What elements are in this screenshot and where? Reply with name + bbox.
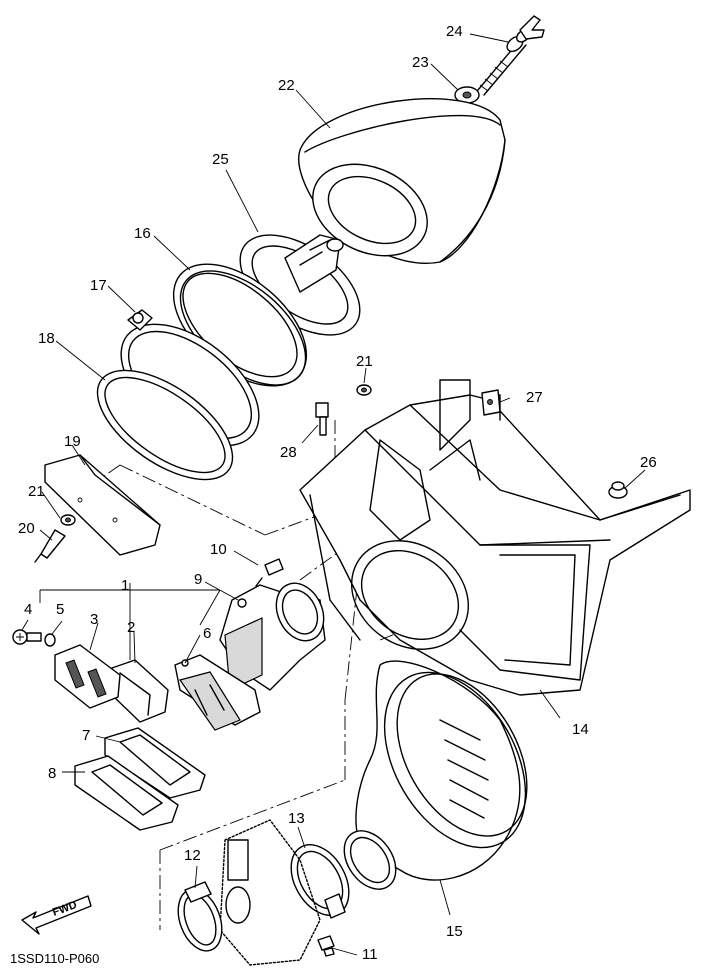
air-filter-case-part-14	[299, 379, 691, 696]
intake-joint-part-15	[343, 660, 528, 890]
callout-19: 19	[64, 433, 81, 450]
callout-14: 14	[572, 721, 589, 738]
fwd-arrow-icon	[21, 895, 92, 935]
callout-7: 7	[82, 727, 90, 744]
callout-10: 10	[210, 541, 227, 558]
callout-21-upper: 21	[356, 353, 373, 370]
callout-21-left: 21	[28, 483, 45, 500]
callout-24: 24	[446, 23, 463, 40]
callout-13: 13	[288, 810, 305, 827]
air-filter-element-part-22	[298, 98, 506, 264]
clip-part-27	[481, 389, 501, 416]
callout-5: 5	[56, 601, 64, 618]
screw-part-4	[12, 629, 42, 645]
callout-18: 18	[38, 330, 55, 347]
screw-part-10	[255, 558, 284, 587]
washer-part-21-upper	[356, 384, 372, 396]
callout-3: 3	[90, 611, 98, 628]
callout-22: 22	[278, 77, 295, 94]
gasket-part-8	[74, 755, 179, 831]
wing-bolt-part-24	[477, 15, 545, 96]
clamp-part-12	[177, 881, 223, 952]
callout-17: 17	[90, 277, 107, 294]
callout-4: 4	[24, 601, 32, 618]
callout-1: 1	[121, 577, 129, 594]
leader-lines	[21, 33, 646, 956]
callout-labels: 24 23 22 25 16 17 18 21 27 28 19 26 21 2…	[18, 23, 657, 963]
reed-plate-part-2	[111, 659, 169, 723]
callout-27: 27	[526, 389, 543, 406]
washer-part-5	[44, 633, 56, 647]
gasket-part-7	[104, 727, 206, 799]
callout-15: 15	[446, 923, 463, 940]
callout-16: 16	[134, 225, 151, 242]
carburetor-reference	[219, 819, 321, 966]
grommet-part-26	[608, 481, 628, 499]
callout-11: 11	[362, 946, 378, 963]
callout-12: 12	[184, 847, 201, 864]
callout-26: 26	[640, 454, 657, 471]
clamp-part-13	[290, 844, 350, 919]
intake-manifold-part-9	[219, 582, 326, 691]
callout-8: 8	[48, 765, 56, 782]
filter-ring-part-18	[96, 369, 234, 481]
diagram-code: 1SSD110-P060	[10, 951, 99, 966]
reed-part-3	[54, 644, 121, 709]
plate-part-19	[44, 454, 161, 556]
callout-25: 25	[212, 151, 229, 168]
callout-28: 28	[280, 444, 297, 461]
callout-2: 2	[127, 619, 135, 636]
clip-part-11	[317, 935, 335, 957]
washer-part-21-left	[60, 514, 76, 526]
callout-9: 9	[194, 571, 202, 588]
screw-part-20	[34, 529, 66, 563]
callout-20: 20	[18, 520, 35, 537]
callout-23: 23	[412, 54, 429, 71]
callout-6: 6	[203, 625, 211, 642]
clamp-part-17	[120, 309, 260, 447]
